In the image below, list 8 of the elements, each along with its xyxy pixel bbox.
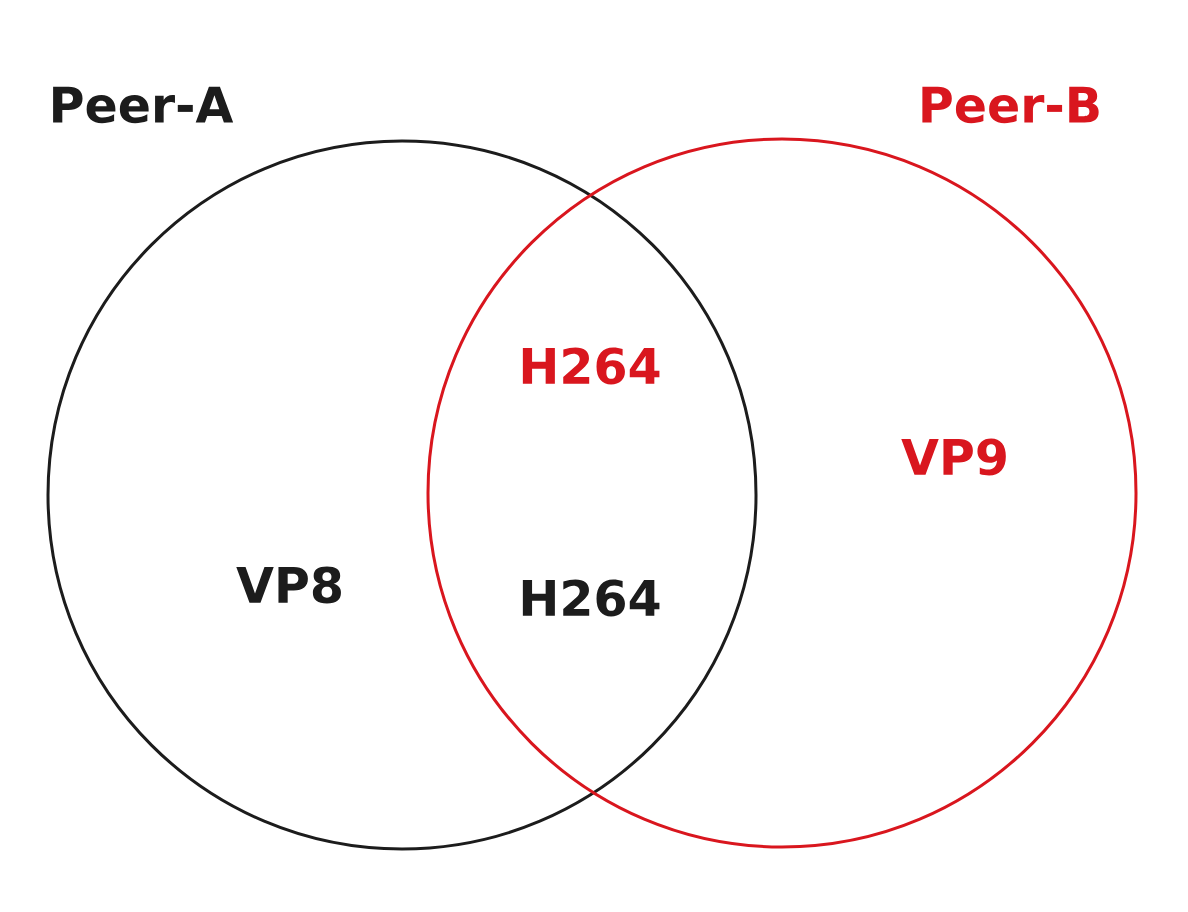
venn-circle	[426, 137, 1138, 849]
codec-label: H264	[522, 347, 660, 385]
codec-label: VP9	[901, 438, 1006, 476]
codec-label: H264	[522, 579, 660, 617]
set-heading: Peer-B	[922, 86, 1099, 124]
set-heading: Peer-A	[53, 86, 234, 124]
codec-label: VP8	[236, 566, 341, 604]
venn-circle	[46, 139, 758, 851]
